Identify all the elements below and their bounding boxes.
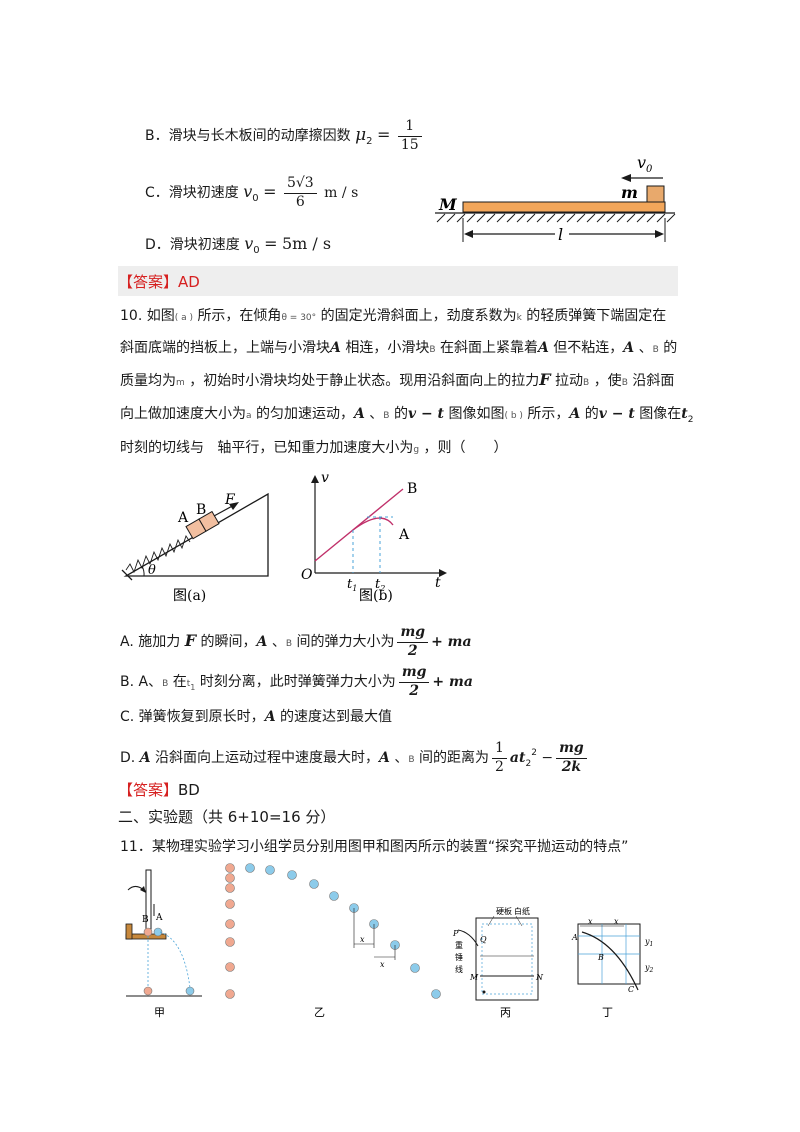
answer-ad: 【答案】AD bbox=[118, 273, 200, 291]
svg-text:C: C bbox=[628, 985, 634, 994]
blocks-group bbox=[185, 510, 220, 540]
long-board bbox=[462, 201, 666, 213]
label-O: O bbox=[301, 567, 313, 583]
answer-bar bbox=[118, 266, 678, 296]
svg-text:丙: 丙 bbox=[500, 1006, 511, 1019]
q9-option-d: D．滑块初速度 v0 = 5m / s bbox=[145, 234, 332, 256]
svg-text:x: x bbox=[614, 917, 619, 926]
arrow-head-icon bbox=[229, 502, 239, 510]
fig-yi: x x 乙 bbox=[225, 863, 441, 1019]
label-m: m bbox=[621, 183, 638, 202]
caption-b: 图(b) bbox=[359, 588, 393, 604]
label-B: B bbox=[196, 502, 206, 518]
svg-text:x: x bbox=[360, 935, 365, 944]
label-v0: v0 bbox=[637, 153, 653, 175]
fig-jia: B A 甲 bbox=[125, 869, 202, 1019]
arrow-head-icon bbox=[621, 174, 631, 182]
block-B bbox=[198, 510, 220, 532]
svg-text:x: x bbox=[380, 960, 385, 969]
svg-text:线: 线 bbox=[455, 964, 463, 974]
svg-text:B: B bbox=[597, 953, 604, 962]
svg-text:丁: 丁 bbox=[602, 1006, 613, 1019]
svg-text:y1: y1 bbox=[644, 937, 653, 948]
q10-line-1: 10. 如图( a ) 所示，在倾角θ = 30° 的固定光滑斜面上，劲度系数为… bbox=[120, 308, 667, 324]
arrow-right-icon bbox=[655, 230, 664, 238]
q10-line-4: 向上做加速度大小为a 的匀加速运动，A 、B 的v − t 图像如图( b ) … bbox=[120, 406, 694, 425]
label-t: t bbox=[435, 575, 441, 591]
label-v: v bbox=[321, 470, 329, 486]
q10-line-3: 质量均为m ，初始时小滑块均处于静止状态。现用沿斜面向上的拉力F 拉动B ，使B… bbox=[120, 370, 675, 389]
label-B: B bbox=[407, 481, 417, 497]
svg-text:B: B bbox=[142, 915, 149, 925]
svg-text:x: x bbox=[588, 917, 593, 926]
answer-bd: 【答案】BD bbox=[118, 781, 200, 799]
small-block bbox=[646, 185, 665, 203]
arrow-up-icon bbox=[311, 475, 319, 483]
section-title: 二、实验题（共 6+10=16 分） bbox=[118, 808, 336, 826]
fig-ding: x x A B C y1 y2 丁 bbox=[571, 917, 654, 1019]
label-l: l bbox=[558, 225, 563, 244]
q11-text: 11．某物理实验学习小组学员分别用图甲和图丙所示的装置“探究平抛运动的特点” bbox=[120, 839, 629, 855]
experiment-figures: B A 甲 x x 乙 bbox=[125, 863, 654, 1019]
svg-text:硬板: 硬板 bbox=[496, 906, 512, 916]
label-A: A bbox=[177, 510, 189, 526]
arrow-right-icon bbox=[439, 569, 447, 577]
q10-line-5: 时刻的切线与 轴平行，已知重力加速度大小为g ，则（ ） bbox=[120, 440, 508, 456]
svg-text:甲: 甲 bbox=[154, 1006, 165, 1019]
svg-text:白纸: 白纸 bbox=[514, 906, 530, 916]
svg-text:M: M bbox=[469, 973, 479, 982]
svg-text:P: P bbox=[452, 929, 459, 938]
arrow-left-icon bbox=[464, 230, 473, 238]
label-t1: t1 bbox=[347, 577, 357, 593]
q10-option-c: C. 弹簧恢复到原长时，A 的速度达到最大值 bbox=[120, 709, 393, 725]
label-M: M bbox=[438, 195, 458, 214]
spring bbox=[125, 534, 191, 574]
svg-text:锤: 锤 bbox=[455, 952, 463, 962]
baffle bbox=[121, 569, 133, 581]
board-block-figure: v0 m M l bbox=[435, 153, 676, 244]
q10-line-2: 斜面底端的挡板上，上端与小滑块A 相连，小滑块B 在斜面上紧靠着A 但不粘连，A… bbox=[120, 340, 678, 356]
label-theta: θ bbox=[148, 563, 156, 578]
figure-a-incline: A B F θ 图(a) bbox=[121, 492, 269, 604]
label-F: F bbox=[224, 492, 236, 508]
ground-hatch bbox=[436, 213, 676, 223]
svg-text:重: 重 bbox=[455, 940, 463, 950]
svg-text:Q: Q bbox=[480, 935, 487, 944]
label-t2: t2 bbox=[375, 577, 385, 593]
figure-b-vt-graph: v B A O t1 t2 t 图(b) bbox=[301, 470, 447, 604]
svg-text:N: N bbox=[535, 973, 544, 982]
caption-a: 图(a) bbox=[173, 588, 206, 604]
label-A: A bbox=[398, 527, 410, 543]
svg-text:A: A bbox=[155, 913, 163, 923]
fig-bing: 硬板 白纸 P Q 重 锤 线 M N 丙 bbox=[452, 906, 544, 1019]
curve-A bbox=[352, 517, 394, 531]
svg-text:y2: y2 bbox=[644, 963, 654, 974]
svg-text:乙: 乙 bbox=[314, 1006, 325, 1019]
svg-text:A: A bbox=[571, 933, 578, 942]
